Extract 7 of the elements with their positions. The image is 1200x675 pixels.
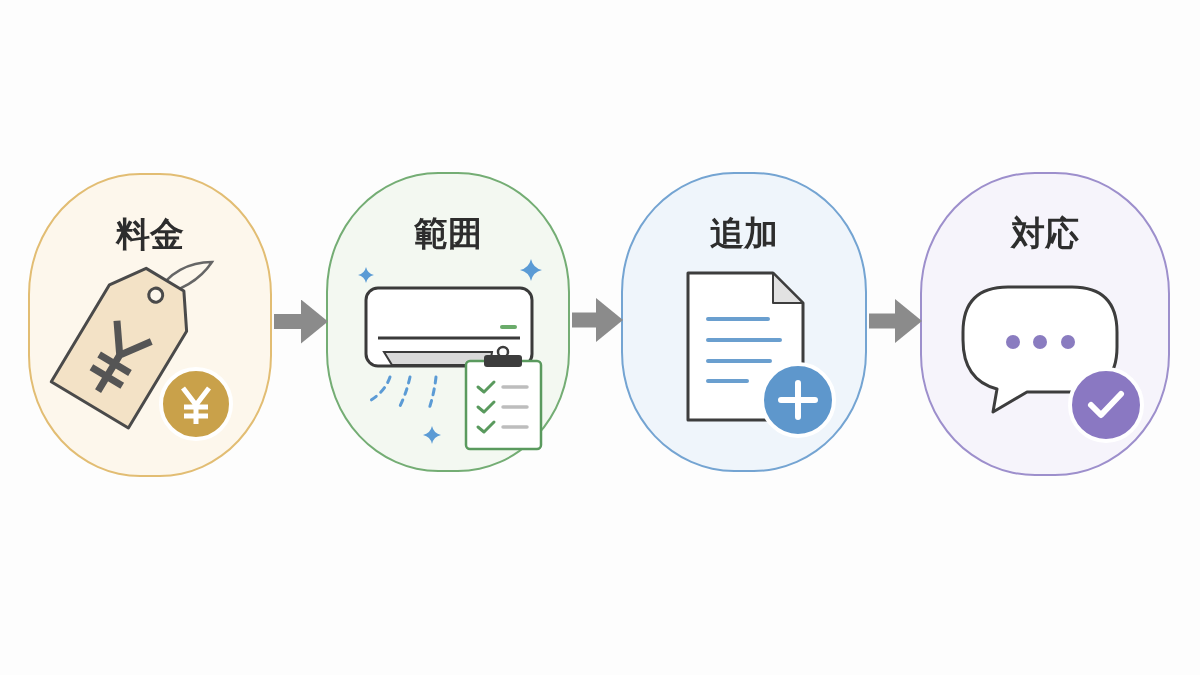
step-title: 追加 [710,216,778,250]
step-title: 対応 [1011,216,1079,250]
step-title: 料金 [116,217,184,251]
arrow [572,298,623,342]
arrow [869,299,922,343]
arrow [274,299,328,344]
step-title: 範囲 [414,216,482,250]
